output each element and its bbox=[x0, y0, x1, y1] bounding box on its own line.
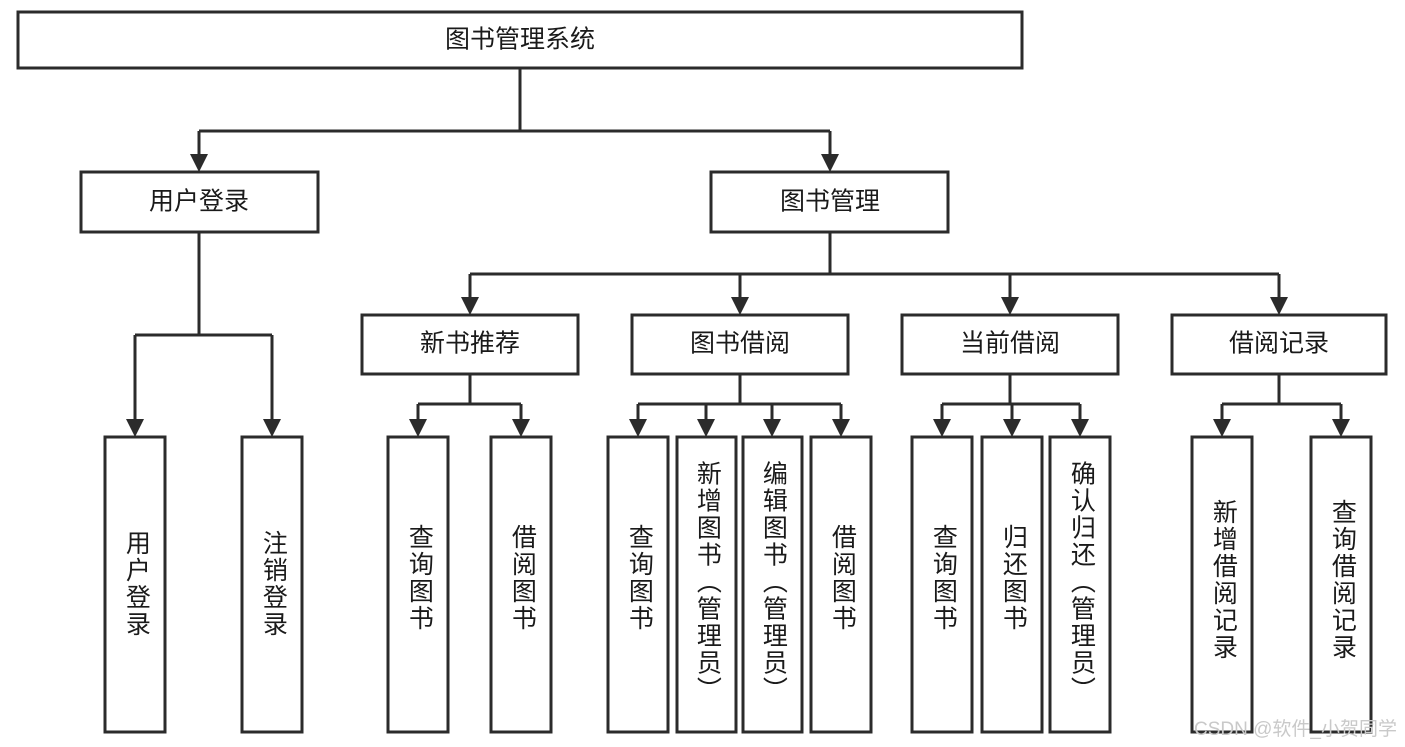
arrow-head-leaf-borrow-book-2 bbox=[832, 419, 850, 437]
node-leaf-edit-book-label: 编辑图书（管理员） bbox=[759, 461, 788, 704]
node-user-login[interactable]: 用户登录 bbox=[79, 170, 320, 234]
node-leaf-query-record-label: 查询借阅记录 bbox=[1328, 499, 1357, 661]
node-leaf-user-login-label: 用户登录 bbox=[122, 530, 151, 638]
node-leaf-borrow-book-2-box[interactable] bbox=[809, 435, 873, 734]
node-leaf-add-record[interactable]: 新增借阅记录 bbox=[1190, 435, 1254, 734]
node-new-book-recommend[interactable]: 新书推荐 bbox=[360, 313, 580, 376]
node-leaf-edit-book[interactable]: 编辑图书（管理员） bbox=[741, 435, 804, 734]
node-root-label: 图书管理系统 bbox=[445, 26, 595, 54]
node-root-box[interactable] bbox=[16, 10, 1024, 70]
node-book-borrow[interactable]: 图书借阅 bbox=[630, 313, 850, 376]
arrow-head-leaf-user-login bbox=[126, 419, 144, 437]
node-borrow-record[interactable]: 借阅记录 bbox=[1170, 313, 1388, 376]
arrow-head-leaf-add-record bbox=[1213, 419, 1231, 437]
arrow-head-borrow-record bbox=[1270, 297, 1288, 315]
arrow-head-leaf-borrow-book-1 bbox=[512, 419, 530, 437]
arrow-head-leaf-query-record bbox=[1332, 419, 1350, 437]
arrow-head-userlogin bbox=[190, 154, 208, 172]
arrow-head-current-borrow bbox=[1001, 297, 1019, 315]
node-leaf-query-book-3-box[interactable] bbox=[910, 435, 974, 734]
node-borrow-record-label: 借阅记录 bbox=[1229, 330, 1329, 358]
node-leaf-add-book-box[interactable] bbox=[675, 435, 738, 734]
node-leaf-return-book[interactable]: 归还图书 bbox=[980, 435, 1044, 734]
node-leaf-confirm-return[interactable]: 确认归还（管理员） bbox=[1048, 435, 1112, 734]
arrow-head-leaf-confirm-return bbox=[1071, 419, 1089, 437]
node-leaf-add-book-label: 新增图书（管理员） bbox=[693, 461, 722, 704]
node-book-management-box[interactable] bbox=[709, 170, 950, 234]
node-current-borrow[interactable]: 当前借阅 bbox=[900, 313, 1120, 376]
node-book-borrow-box[interactable] bbox=[630, 313, 850, 376]
node-leaf-edit-book-box[interactable] bbox=[741, 435, 804, 734]
node-leaf-query-record-box[interactable] bbox=[1309, 435, 1373, 734]
node-leaf-return-book-box[interactable] bbox=[980, 435, 1044, 734]
arrow-head-new-book-recommend bbox=[461, 297, 479, 315]
node-leaf-borrow-book-1-label: 借阅图书 bbox=[508, 524, 537, 632]
arrow-head-leaf-query-book-3 bbox=[933, 419, 951, 437]
node-new-book-recommend-label: 新书推荐 bbox=[420, 330, 520, 358]
arrow-head-book-borrow bbox=[731, 297, 749, 315]
arrow-head-leaf-return-book bbox=[1003, 419, 1021, 437]
node-book-management[interactable]: 图书管理 bbox=[709, 170, 950, 234]
node-leaf-borrow-book-1[interactable]: 借阅图书 bbox=[489, 435, 553, 734]
node-borrow-record-box[interactable] bbox=[1170, 313, 1388, 376]
node-leaf-query-book-2-label: 查询图书 bbox=[625, 524, 654, 632]
node-new-book-recommend-box[interactable] bbox=[360, 313, 580, 376]
node-leaf-user-login-box[interactable] bbox=[103, 435, 167, 734]
node-leaf-query-book-3[interactable]: 查询图书 bbox=[910, 435, 974, 734]
arrow-head-leaf-edit-book bbox=[763, 419, 781, 437]
node-current-borrow-box[interactable] bbox=[900, 313, 1120, 376]
node-leaf-confirm-return-label: 确认归还（管理员） bbox=[1067, 461, 1096, 704]
node-leaf-query-book-1[interactable]: 查询图书 bbox=[386, 435, 450, 734]
node-leaf-borrow-book-2[interactable]: 借阅图书 bbox=[809, 435, 873, 734]
arrow-head-leaf-logout-login bbox=[263, 419, 281, 437]
node-leaf-query-record[interactable]: 查询借阅记录 bbox=[1309, 435, 1373, 734]
node-leaf-user-login[interactable]: 用户登录 bbox=[103, 435, 167, 734]
node-leaf-query-book-2-box[interactable] bbox=[606, 435, 670, 734]
node-leaf-logout-login-box[interactable] bbox=[240, 435, 304, 734]
node-leaf-query-book-3-label: 查询图书 bbox=[929, 524, 958, 632]
node-leaf-logout-login[interactable]: 注销登录 bbox=[240, 435, 304, 734]
node-leaf-add-record-box[interactable] bbox=[1190, 435, 1254, 734]
arrow-head-leaf-query-book-2 bbox=[629, 419, 647, 437]
node-leaf-query-book-1-box[interactable] bbox=[386, 435, 450, 734]
node-user-login-box[interactable] bbox=[79, 170, 320, 234]
connector-layer bbox=[126, 68, 1350, 437]
node-root[interactable]: 图书管理系统 bbox=[16, 10, 1024, 70]
node-book-management-label: 图书管理 bbox=[780, 188, 880, 216]
node-book-borrow-label: 图书借阅 bbox=[690, 330, 790, 358]
node-leaf-query-book-2[interactable]: 查询图书 bbox=[606, 435, 670, 734]
node-leaf-add-book[interactable]: 新增图书（管理员） bbox=[675, 435, 738, 734]
arrow-head-leaf-query-book-1 bbox=[409, 419, 427, 437]
arrow-head-bookmgmt bbox=[821, 154, 839, 172]
arrow-head-leaf-add-book bbox=[697, 419, 715, 437]
node-leaf-add-record-label: 新增借阅记录 bbox=[1209, 499, 1238, 661]
node-leaf-borrow-book-2-label: 借阅图书 bbox=[828, 524, 857, 632]
node-leaf-return-book-label: 归还图书 bbox=[999, 524, 1028, 632]
node-leaf-logout-login-label: 注销登录 bbox=[259, 530, 288, 638]
node-leaf-query-book-1-label: 查询图书 bbox=[405, 524, 434, 632]
node-current-borrow-label: 当前借阅 bbox=[960, 330, 1060, 358]
node-user-login-label: 用户登录 bbox=[149, 188, 249, 216]
node-leaf-confirm-return-box[interactable] bbox=[1048, 435, 1112, 734]
node-leaf-borrow-book-1-box[interactable] bbox=[489, 435, 553, 734]
